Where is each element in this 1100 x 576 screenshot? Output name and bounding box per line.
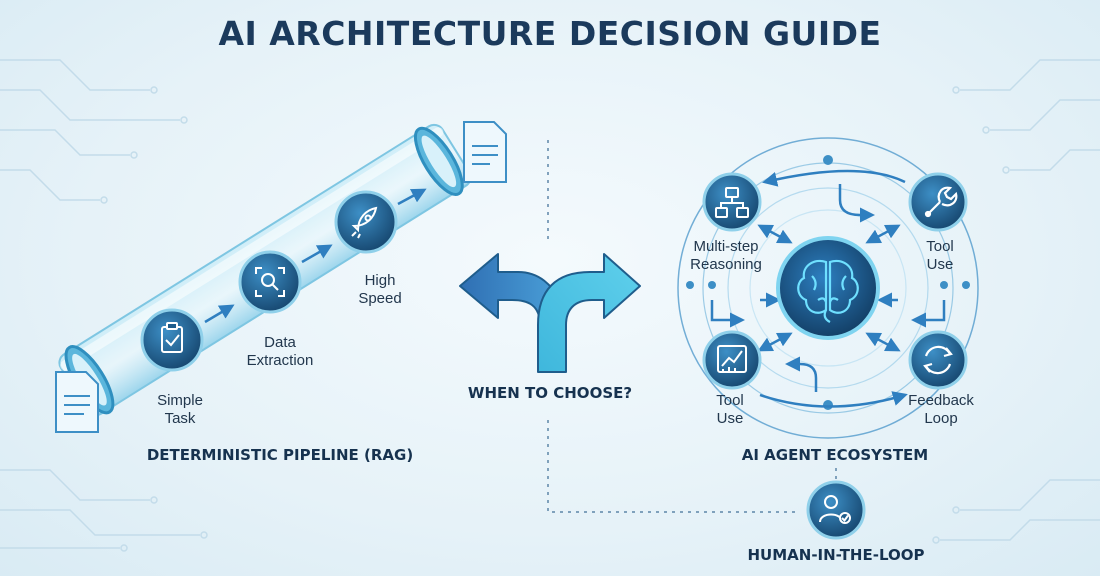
refresh-icon [923,345,953,375]
output-document-icon [463,121,507,183]
agent-node-reasoning [702,172,762,232]
chart-icon [717,345,747,373]
brain-icon [797,259,859,323]
human-caption: HUMAN-IN-THE-LOOP [747,546,925,564]
hierarchy-icon [715,187,749,218]
decision-fork-arrow [459,253,641,373]
stage-node-high-speed [334,190,398,254]
agent-flow-arrows [710,169,946,408]
pipeline-flow-arrows [204,188,427,324]
agent-orbit-rings [677,137,979,439]
page-title: AI ARCHITECTURE DECISION GUIDE [218,14,882,53]
agent-node-tool-use-bottom [702,330,762,390]
scan-search-icon [255,267,285,297]
agent-node-feedback-loop [908,330,968,390]
stage-node-data-extraction [238,250,302,314]
user-check-icon [819,495,851,524]
pipeline-caption: DETERMINISTIC PIPELINE (RAG) [146,446,414,464]
stage-node-simple-task [140,308,204,372]
clipboard-check-icon [161,322,183,353]
human-node [806,480,866,540]
wrench-icon [924,186,958,218]
input-document-icon [55,371,99,433]
agent-core [776,236,880,340]
rocket-icon [351,206,378,239]
circuit-traces-right [932,59,1100,544]
decision-question: WHEN TO CHOOSE? [467,384,633,402]
agent-node-tool-use-top [908,172,968,232]
agent-caption: AI AGENT ECOSYSTEM [741,446,929,464]
circuit-traces-left [0,59,208,552]
